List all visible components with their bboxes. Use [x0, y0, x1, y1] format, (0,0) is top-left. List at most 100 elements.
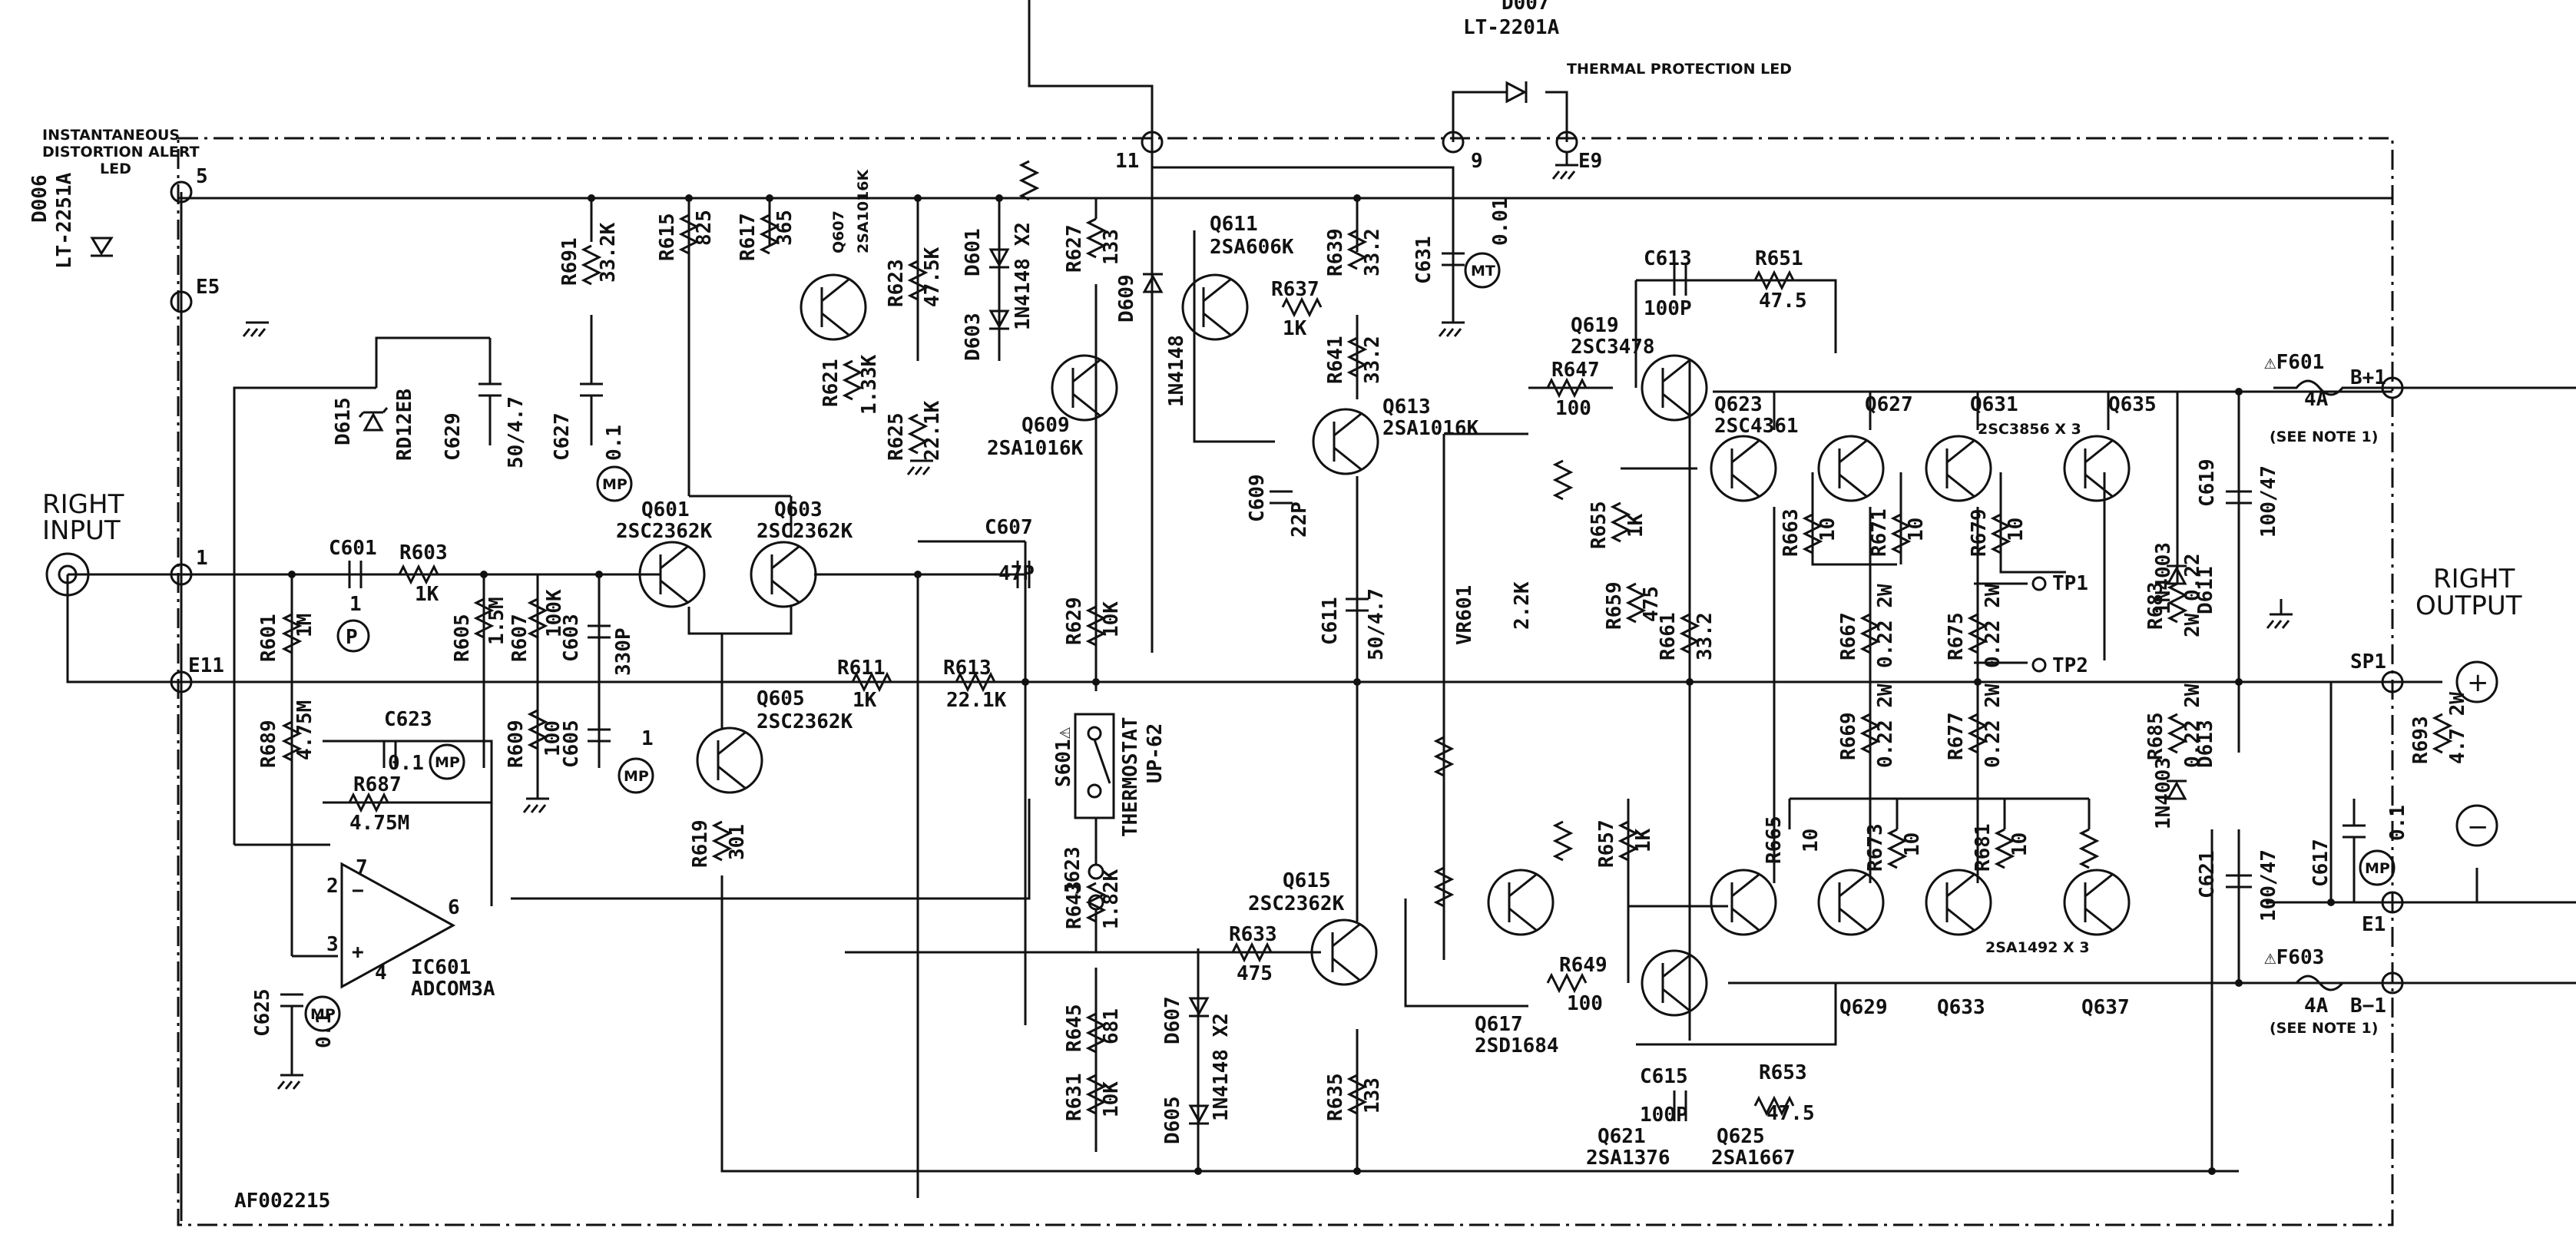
c625-val: 0.1 — [313, 1012, 336, 1048]
term-bminus: B−1 — [2350, 995, 2386, 1018]
q605-part: 2SC2362K — [757, 710, 853, 733]
d615-ref: D615 — [332, 397, 355, 445]
capacitor-symbols — [280, 252, 2366, 1121]
r665-val: 10 — [1800, 829, 1823, 852]
r659-val: 475 — [1640, 586, 1663, 622]
q621-ref: Q621 — [1598, 1125, 1646, 1148]
output-posts — [2455, 660, 2498, 847]
d611-part: 1N4003 — [2152, 542, 2175, 614]
d007-desc: THERMAL PROTECTION LED — [1567, 61, 1792, 78]
ic-pin2: 2 — [326, 875, 339, 898]
r655-ref: R655 — [1588, 501, 1611, 549]
c603-val: 330P — [612, 627, 635, 676]
q623-ref: Q623 — [1714, 393, 1763, 416]
output-minus: − — [2467, 812, 2489, 842]
r609-val: 100 — [541, 720, 565, 756]
r651-val: 47.5 — [1759, 290, 1807, 313]
tp1: TP1 — [2052, 572, 2088, 595]
q609-part: 2SA1016K — [987, 437, 1084, 460]
f603-note: (SEE NOTE 1) — [2270, 1020, 2378, 1037]
tag-mp-c617: MP — [2365, 860, 2390, 877]
q611-ref: Q611 — [1210, 213, 1258, 236]
q629-ref: Q629 — [1839, 996, 1888, 1019]
r639-ref: R639 — [1324, 228, 1347, 276]
term-e5: E5 — [196, 276, 220, 299]
r677-ref: R677 — [1945, 712, 1968, 760]
npn-out-part: 2SC3856 X 3 — [1978, 421, 2081, 438]
r643-ref: R643 — [1063, 881, 1086, 929]
r685-ref: R685 — [2144, 712, 2167, 760]
q603-ref: Q603 — [774, 498, 823, 521]
r615-val: 825 — [693, 210, 716, 246]
q627-ref: Q627 — [1865, 393, 1913, 416]
test-points — [2031, 576, 2047, 673]
input-title-2: INPUT — [42, 515, 121, 546]
c623-ref: C623 — [384, 708, 432, 731]
d007-part: LT-2201A — [1463, 16, 1560, 39]
r635-ref: R635 — [1324, 1073, 1347, 1121]
d006-part: LT-2251A — [53, 172, 76, 269]
r675-ref: R675 — [1945, 612, 1968, 660]
r601-ref: R601 — [257, 614, 280, 662]
c619-val: 100/47 — [2257, 465, 2280, 538]
r605-val: 1.5M — [485, 597, 508, 645]
r643-val: 1.82K — [1100, 869, 1123, 929]
d603-ref: D603 — [962, 313, 985, 361]
board-id: AF002215 — [234, 1190, 330, 1213]
r641-val: 33.2 — [1361, 336, 1384, 384]
r629-val: 10K — [1100, 601, 1123, 637]
c607-ref: C607 — [985, 516, 1033, 539]
r631-val: 10K — [1100, 1081, 1123, 1117]
c601-ref: C601 — [329, 537, 377, 560]
ic-pin3: 3 — [326, 933, 339, 956]
c621-val: 100/47 — [2257, 849, 2280, 922]
term-9: 9 — [1471, 150, 1483, 173]
c627-val: 0.1 — [603, 425, 626, 461]
r613-val: 22.1K — [946, 689, 1007, 712]
c611-ref: C611 — [1319, 597, 1342, 645]
q615-ref: Q615 — [1283, 869, 1331, 892]
ic-pin4: 4 — [375, 961, 387, 985]
r653-ref: R653 — [1759, 1061, 1807, 1084]
q601-ref: Q601 — [641, 498, 690, 521]
ic-plus: + — [352, 941, 364, 964]
d601-part: 1N4148 X2 — [1012, 222, 1035, 330]
r681-ref: R681 — [1972, 823, 1995, 872]
r613-ref: R613 — [943, 657, 992, 680]
d006-desc-2: DISTORTION ALERT — [42, 144, 200, 161]
r629-ref: R629 — [1063, 597, 1086, 645]
r637-val: 1K — [1283, 317, 1307, 340]
r679-ref: R679 — [1968, 508, 1991, 557]
q625-part: 2SA1667 — [1711, 1147, 1796, 1170]
d601-ref: D601 — [962, 228, 985, 276]
badges: P MP MP MP MP MT MP — [304, 252, 2396, 1032]
r691-val: 33.2K — [597, 222, 620, 283]
r693-ref: R693 — [2409, 716, 2432, 764]
r663-ref: R663 — [1780, 508, 1803, 557]
output-plus: + — [2467, 667, 2489, 698]
r691-ref: R691 — [558, 237, 581, 286]
tp2: TP2 — [2052, 654, 2088, 677]
r677-val: 0.22 2W — [1982, 683, 2005, 768]
output-title-1: RIGHT — [2433, 564, 2515, 594]
f601-val: 4A — [2304, 388, 2329, 411]
q607-ref: Q607 — [830, 210, 847, 253]
c615-val: 100P — [1640, 1104, 1688, 1127]
ic-ref: IC601 — [411, 956, 471, 979]
r665-ref: R665 — [1763, 816, 1786, 864]
q605-ref: Q605 — [757, 687, 805, 710]
q617-part: 2SD1684 — [1475, 1034, 1559, 1057]
q603-part: 2SC2362K — [757, 520, 853, 543]
f603-ref: ⚠F603 — [2264, 946, 2324, 969]
ground-symbols — [242, 152, 2293, 1090]
q617-ref: Q617 — [1475, 1013, 1523, 1036]
term-5: 5 — [196, 165, 208, 188]
r679-val: 10 — [2005, 518, 2028, 541]
r681-val: 10 — [2008, 832, 2031, 856]
r639-val: 33.2 — [1361, 228, 1384, 276]
r623-val: 47.5K — [921, 247, 944, 307]
d607-part: 1N4148 X2 — [1210, 1013, 1233, 1121]
r603-ref: R603 — [399, 541, 448, 564]
term-sp1: SP1 — [2350, 650, 2386, 673]
